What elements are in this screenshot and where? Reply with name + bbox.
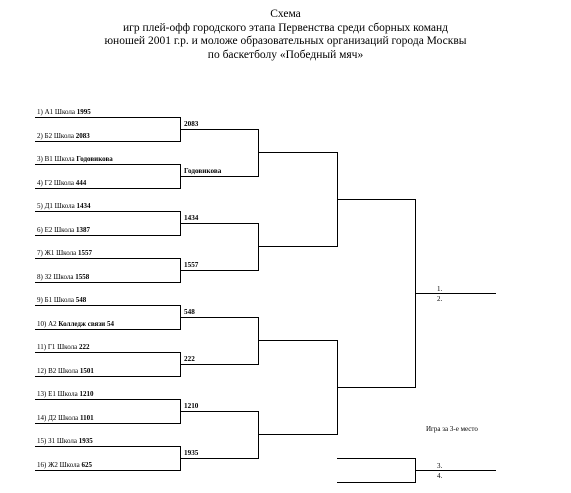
team-7: 7) Ж1 Школа 1557: [37, 249, 92, 257]
team-1: 1) А1 Школа 1995: [37, 108, 91, 116]
third-place-3: 3.: [437, 462, 443, 470]
team-2: 2) Б2 Школа 2083: [37, 132, 90, 140]
round2-winner-7: 1210: [184, 402, 199, 410]
team-9: 9) Б1 Школа 548: [37, 296, 87, 304]
team-14: 14) Д2 Школа 1101: [37, 414, 94, 422]
title-line-2: игр плей-офф городского этапа Первенства…: [122, 21, 449, 34]
round2-winner-5: 548: [184, 308, 195, 316]
round2-winner-8: 1935: [184, 449, 199, 457]
team-10: 10) А2 Колледж связи 54: [37, 320, 114, 328]
final-place-1: 1.: [437, 285, 443, 293]
team-5: 5) Д1 Школа 1434: [37, 202, 91, 210]
round2-winner-6: 222: [184, 355, 195, 363]
team-4: 4) Г2 Школа 444: [37, 179, 87, 187]
third-place-title: Игра за 3-е место: [426, 425, 478, 433]
title-line-1: Схема: [270, 8, 301, 20]
round2-winner-2: Годовикова: [184, 167, 222, 175]
final-place-2: 2.: [437, 295, 443, 303]
page-title: Схема игр плей-офф городского этапа Перв…: [0, 8, 571, 62]
round2-winner-1: 2083: [184, 120, 199, 128]
team-8: 8) З2 Школа 1558: [37, 273, 90, 281]
team-3: 3) В1 Школа Годовикова: [37, 155, 113, 163]
team-12: 12) В2 Школа 1501: [37, 367, 94, 375]
team-6: 6) Е2 Школа 1387: [37, 226, 90, 234]
third-place-4: 4.: [437, 472, 443, 480]
team-16: 16) Ж2 Школа 625: [37, 461, 92, 469]
title-line-4: по баскетболу «Победный мяч»: [207, 48, 364, 61]
team-15: 15) З1 Школа 1935: [37, 437, 93, 445]
team-11: 11) Г1 Школа 222: [37, 343, 90, 351]
round2-winner-4: 1557: [184, 261, 199, 269]
title-line-3: юношей 2001 г.р. и моложе образовательны…: [104, 35, 467, 47]
round2-winner-3: 1434: [184, 214, 199, 222]
team-13: 13) Е1 Школа 1210: [37, 390, 94, 398]
